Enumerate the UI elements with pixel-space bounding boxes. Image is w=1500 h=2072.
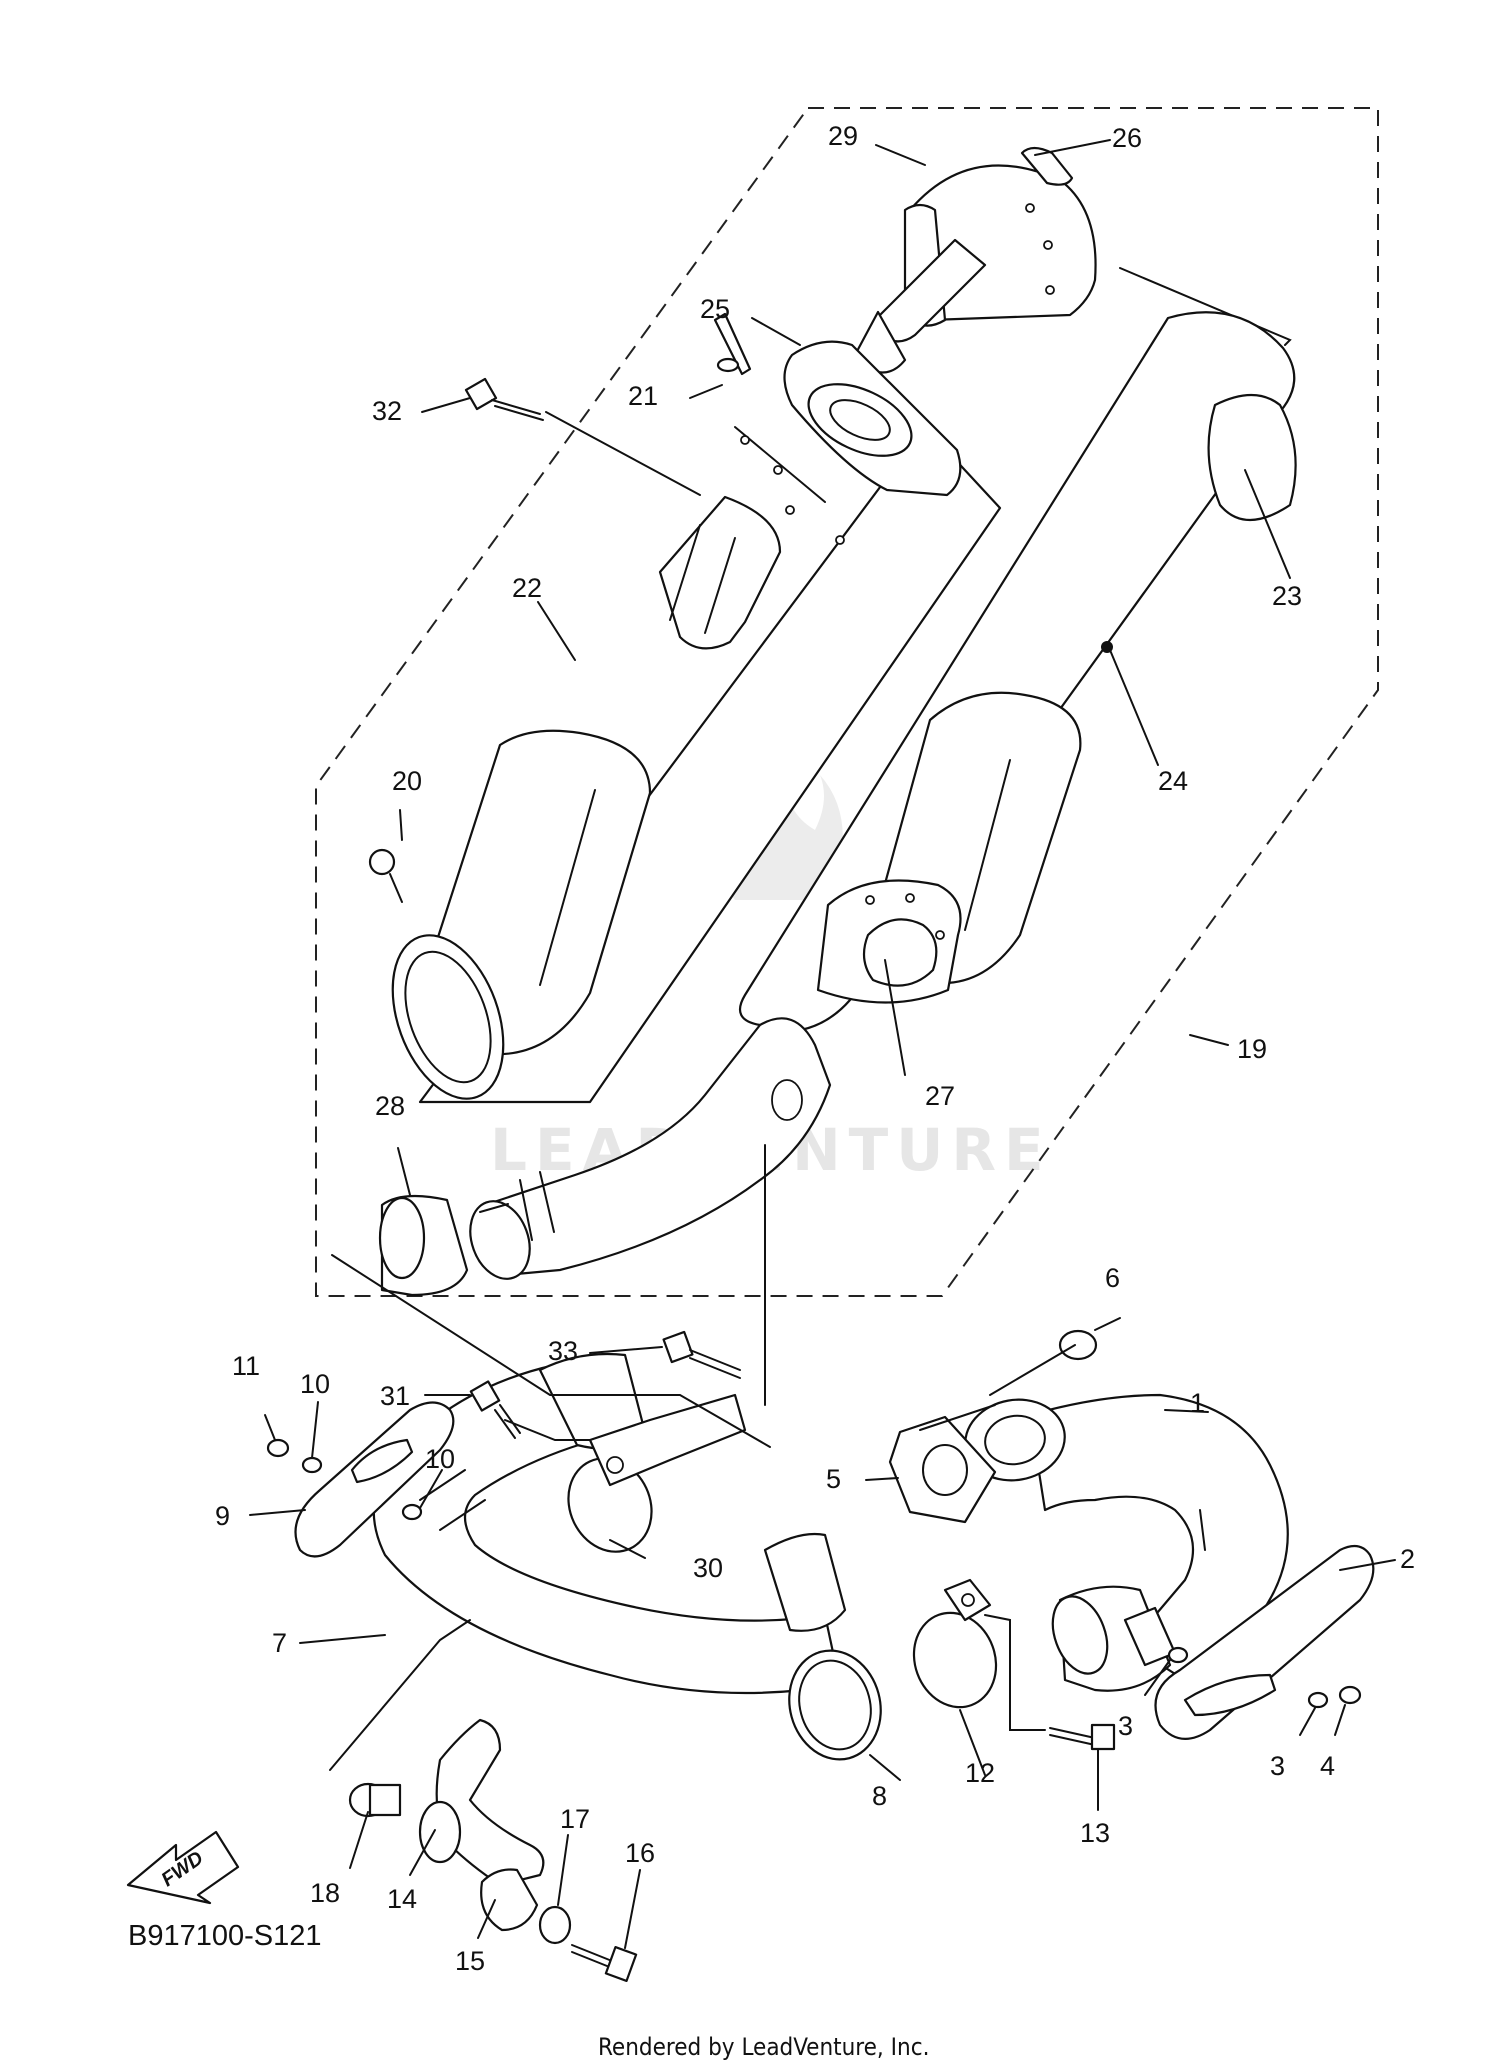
part-label-25: 25	[700, 294, 730, 324]
header-pipe-1	[964, 1393, 1289, 1692]
part-label-4: 4	[1320, 1751, 1335, 1781]
heat-shield-9	[294, 1401, 455, 1558]
bracket-14	[418, 1718, 545, 1887]
part-label-11: 11	[232, 1351, 260, 1381]
part-label-6: 6	[1105, 1263, 1120, 1293]
part-label-16: 16	[625, 1838, 655, 1868]
part-label-17: 17	[560, 1804, 590, 1834]
spacer-25	[783, 340, 962, 497]
gasket-5	[888, 1415, 997, 1524]
leader-lines	[249, 139, 1396, 1949]
part-label-7: 7	[272, 1628, 287, 1658]
assembly-lines	[329, 411, 1206, 1771]
heat-shield-2	[1154, 1544, 1375, 1740]
part-label-5: 5	[826, 1464, 841, 1494]
part-label-20: 20	[392, 766, 422, 796]
nut-6	[1058, 1329, 1098, 1361]
muffler-inlet-pipe	[469, 1017, 832, 1280]
part-label-30: 30	[693, 1553, 723, 1583]
part-label-3b: 3	[1270, 1751, 1285, 1781]
part-label-15: 15	[455, 1946, 485, 1976]
muffler-outer-24	[738, 267, 1297, 1034]
gasket-28	[378, 1194, 469, 1297]
part-label-32: 32	[372, 396, 402, 426]
part-label-31: 31	[380, 1381, 410, 1411]
washer-17	[538, 1905, 572, 1945]
washers-3	[1167, 1646, 1329, 1709]
render-credit: Rendered by LeadVenture, Inc.	[598, 2033, 929, 2061]
part-label-21: 21	[628, 381, 658, 411]
part-labels: 1 2 3 3 4 5 6 7 8 9 10 10 11 12 13 14 15…	[215, 121, 1415, 1976]
end-cap-29	[853, 146, 1097, 374]
bolt-13	[1049, 1723, 1116, 1751]
bolt-4	[1338, 1685, 1362, 1705]
muffler-assembly-boundary	[315, 107, 1379, 1297]
muffler-body-22	[391, 425, 1002, 1104]
part-label-22: 22	[512, 573, 542, 603]
part-label-10a: 10	[300, 1369, 330, 1399]
collar-18	[348, 1782, 402, 1818]
clamp-30	[567, 1393, 747, 1553]
bolt-16	[571, 1944, 638, 1983]
part-label-29: 29	[828, 121, 858, 151]
gasket-8	[788, 1649, 882, 1761]
washers-10	[301, 1456, 423, 1521]
stud-21	[713, 312, 752, 376]
fwd-arrow-badge: FWD	[126, 1830, 240, 1905]
clamp-12	[912, 1578, 998, 1709]
part-label-8: 8	[872, 1781, 887, 1811]
part-label-1: 1	[1190, 1388, 1205, 1418]
bolt-11	[266, 1438, 290, 1458]
part-label-28: 28	[375, 1091, 405, 1121]
bolt-20	[368, 848, 403, 903]
part-label-13: 13	[1080, 1818, 1110, 1848]
bolt-31	[469, 1380, 521, 1439]
bolt-33	[662, 1330, 741, 1379]
part-label-27: 27	[925, 1081, 955, 1111]
part-label-23: 23	[1272, 581, 1302, 611]
part-label-10b: 10	[425, 1444, 455, 1474]
part-label-18: 18	[310, 1878, 340, 1908]
part-label-24: 24	[1158, 766, 1188, 796]
part-label-14: 14	[387, 1884, 417, 1914]
part-label-3a: 3	[1118, 1711, 1133, 1741]
part-label-2: 2	[1400, 1544, 1415, 1574]
part-label-33: 33	[548, 1336, 578, 1366]
part-label-12: 12	[965, 1758, 995, 1788]
bolt-32	[464, 377, 544, 421]
part-label-9: 9	[215, 1501, 230, 1531]
diagram-code: B917100-S121	[128, 1920, 322, 1952]
part-label-26: 26	[1112, 123, 1142, 153]
part-label-19: 19	[1237, 1034, 1267, 1064]
spacer-15	[480, 1868, 539, 1932]
